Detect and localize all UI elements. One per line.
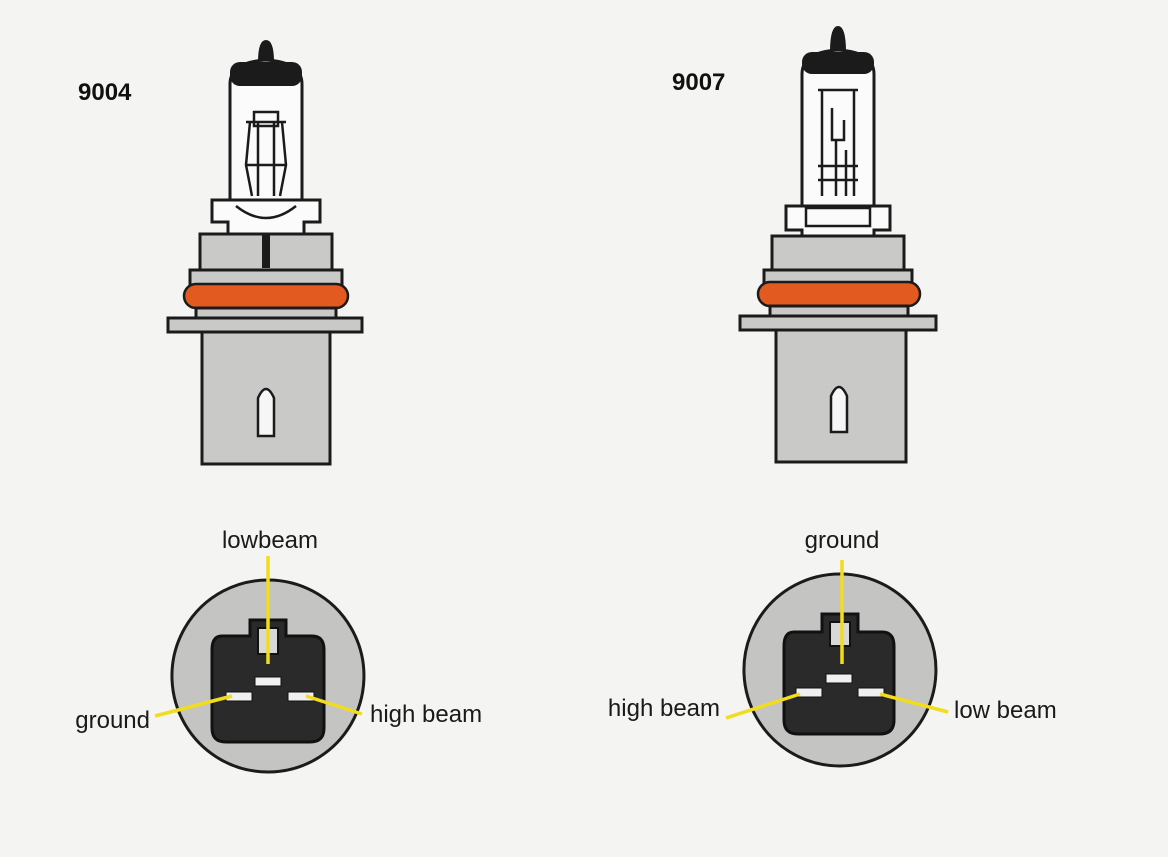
leader-line-highbeam-9004	[305, 694, 363, 716]
leader-line-lowbeam-9007	[879, 692, 949, 714]
bulb-9004: 9004	[75, 40, 482, 774]
pin-label-right-9004: high beam	[370, 701, 482, 728]
headlight-bulb-icon	[166, 40, 364, 466]
connector-socket-icon	[742, 572, 938, 768]
pin-label-top-9007: ground	[805, 527, 880, 554]
pin-label-left-9004: ground	[75, 707, 150, 734]
pin-label-top-9004: lowbeam	[222, 527, 318, 554]
model-label-9007: 9007	[672, 69, 725, 96]
leader-line-highbeam-9007	[725, 692, 801, 720]
model-label-9004: 9004	[78, 79, 132, 106]
pin-label-right-9007: low beam	[954, 697, 1057, 724]
bulb-9007: 9007	[608, 26, 1057, 768]
leader-line-ground-9004	[154, 694, 233, 718]
headlight-bulb-icon	[738, 26, 938, 464]
pin-label-left-9007: high beam	[608, 695, 720, 722]
